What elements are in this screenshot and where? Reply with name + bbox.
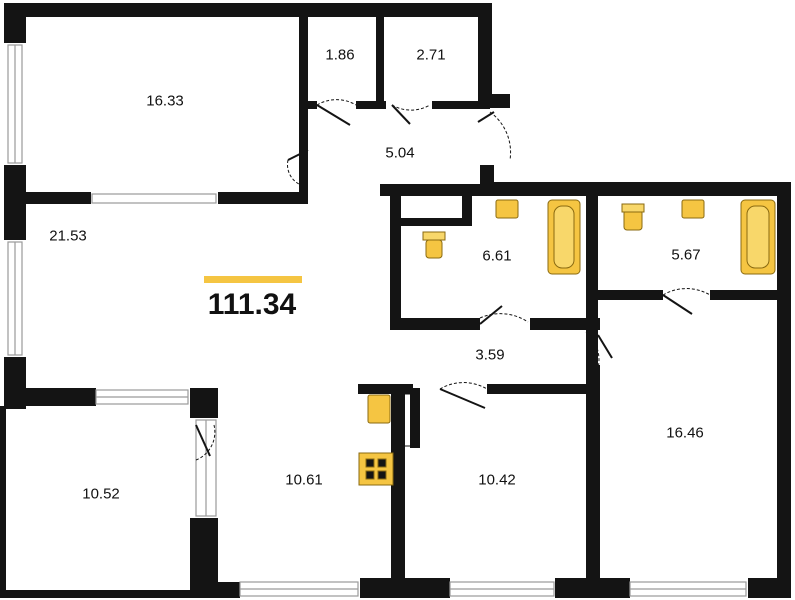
- sink-icon: [681, 199, 705, 219]
- room-area-label: 5.04: [385, 144, 415, 162]
- room-area-label: 3.59: [475, 346, 505, 364]
- windows: [7, 44, 747, 597]
- stove-icon: [358, 452, 394, 486]
- room-area-label: 1.86: [325, 46, 355, 64]
- fixtures: [358, 199, 776, 486]
- room-area-label: 16.46: [666, 424, 704, 442]
- room-area-label: 2.71: [416, 46, 446, 64]
- room-area-label: 10.52: [82, 485, 120, 503]
- room-area-label: 5.67: [671, 246, 701, 264]
- total-area-label: 111.34: [207, 288, 297, 321]
- room-area-label: 10.42: [478, 471, 516, 489]
- toilet-icon: [623, 209, 643, 231]
- doors: [195, 99, 711, 461]
- walls: [0, 3, 791, 598]
- room-area-label: 6.61: [482, 247, 512, 265]
- total-area-accent: [204, 276, 302, 283]
- cabinet: [397, 393, 417, 447]
- room-area-label: 16.33: [146, 92, 184, 110]
- toilet-icon: [425, 239, 443, 259]
- sink-icon: [495, 199, 519, 219]
- room-area-label: 10.61: [285, 471, 323, 489]
- room-area-label: 21.53: [49, 227, 87, 245]
- sink-icon: [367, 394, 391, 424]
